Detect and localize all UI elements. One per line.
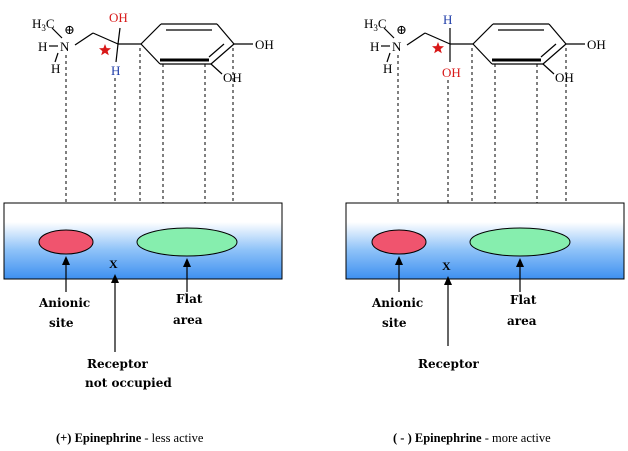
oh-para-label: OH xyxy=(587,37,606,52)
flat-label-line2: area xyxy=(507,314,537,328)
anionic-label-line1: Anionic xyxy=(38,296,90,310)
oh-meta-label: OH xyxy=(555,70,574,85)
h3c-label: H3C xyxy=(32,16,55,33)
down-group-label: OH xyxy=(442,65,461,80)
flat-area-ellipse xyxy=(469,227,571,257)
flat-label-line1: Flat xyxy=(510,293,537,307)
anionic-label-line2: site xyxy=(382,316,407,330)
panel-plus-epinephrine: H3C H N ⊕ H OH H xyxy=(3,10,283,445)
caption-right-bold: ( - ) Epinephrine xyxy=(393,431,482,445)
x-mark: X xyxy=(442,259,451,273)
nitrogen-h-label: H xyxy=(38,39,47,54)
flat-label-line1: Flat xyxy=(176,292,203,306)
arrow-anionic-icon xyxy=(395,256,403,265)
nitrogen-label: N xyxy=(392,39,402,54)
anionic-site-ellipse xyxy=(38,229,94,255)
anionic-label-line1: Anionic xyxy=(371,296,423,310)
caption-right-normal: - more active xyxy=(482,431,552,445)
nitrogen-label: N xyxy=(60,39,70,54)
arrow-flat-icon xyxy=(516,258,524,267)
receptor-label-line1: Receptor xyxy=(418,357,479,371)
up-group-label: OH xyxy=(109,10,128,25)
flat-label-line2: area xyxy=(173,313,203,327)
caption-left: (+) Epinephrine - less active xyxy=(56,431,204,445)
arrow-receptor-icon xyxy=(444,276,452,285)
h3c-label: H3C xyxy=(364,16,387,33)
positive-charge-icon: ⊕ xyxy=(64,22,75,37)
receptor-label-line2: not occupied xyxy=(85,376,172,390)
chiral-star-icon xyxy=(432,42,444,54)
caption-left-normal: - less active xyxy=(141,431,204,445)
arrow-anionic-icon xyxy=(62,256,70,265)
oh-para-label: OH xyxy=(255,37,274,52)
chiral-star-icon xyxy=(98,44,111,56)
positive-charge-icon: ⊕ xyxy=(396,22,407,37)
x-mark: X xyxy=(109,257,118,271)
oh-meta-label: OH xyxy=(223,70,242,85)
nitrogen-h-below-label: H xyxy=(51,61,60,76)
arrow-flat-icon xyxy=(183,258,191,267)
caption-left-bold: (+) Epinephrine xyxy=(56,431,142,445)
epinephrine-molecule: H3C H N ⊕ H H OH O xyxy=(364,12,606,85)
anionic-site-ellipse xyxy=(371,229,427,255)
flat-area-ellipse xyxy=(136,227,238,257)
down-group-label: H xyxy=(111,63,120,78)
caption-right: ( - ) Epinephrine - more active xyxy=(393,431,551,445)
up-group-label: H xyxy=(443,12,452,27)
receptor-label-line1: Receptor xyxy=(87,357,148,371)
nitrogen-h-label: H xyxy=(370,39,379,54)
panel-minus-epinephrine: H3C H N ⊕ H H OH O xyxy=(345,12,625,445)
arrow-receptor-icon xyxy=(111,274,119,283)
epinephrine-molecule: H3C H N ⊕ H OH H xyxy=(32,10,274,85)
nitrogen-h-below-label: H xyxy=(383,61,392,76)
anionic-label-line2: site xyxy=(49,316,74,330)
